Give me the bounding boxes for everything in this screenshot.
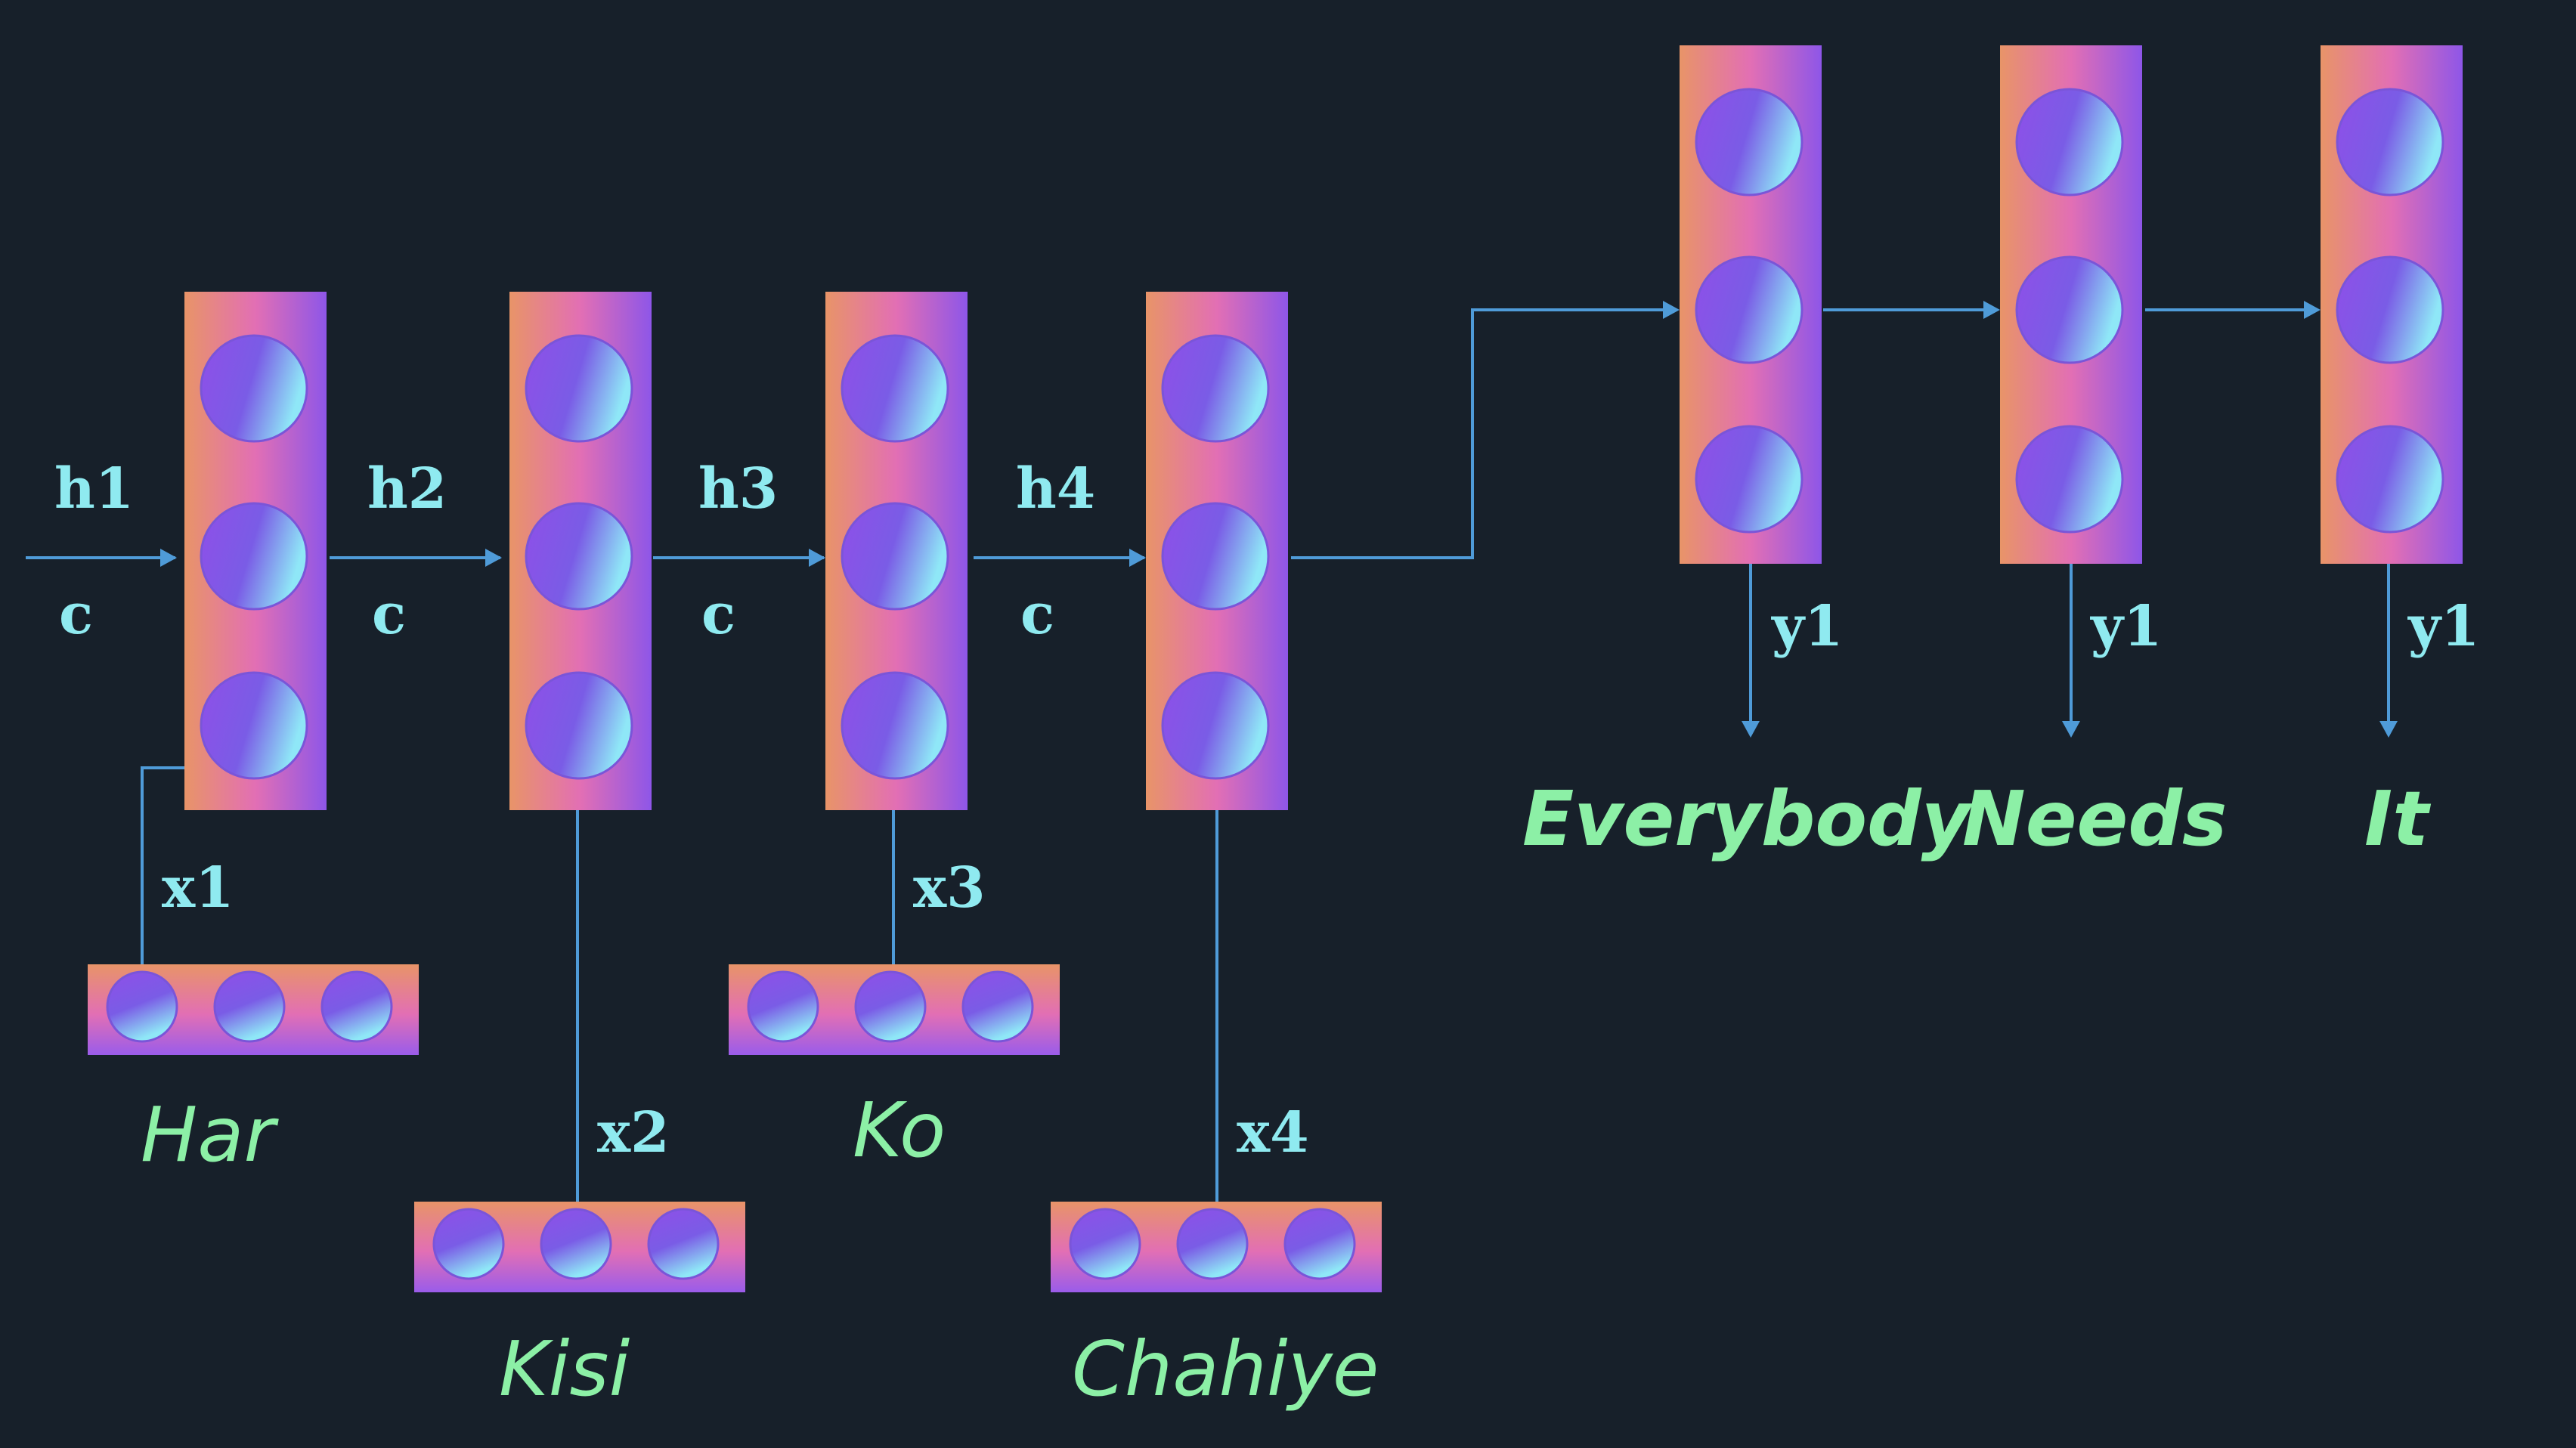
embedding-neuron-2 [540,1208,612,1280]
input-embedding-4 [1051,1202,1382,1292]
output-label-1: y1 [1771,594,1844,659]
neuron-1 [1695,88,1804,196]
input-embedding-3 [729,964,1060,1055]
arrow-dec-3 [2304,301,2321,319]
cell-label-2: c [372,582,406,647]
output-word-2: Needs [1962,775,2227,863]
input-label-1: x1 [162,855,234,920]
neuron-1 [200,334,308,443]
input-word-1: Har [141,1091,279,1179]
hidden-label-2: h2 [367,456,447,521]
cell-label-4: c [1020,582,1054,647]
input-word-2: Kisi [499,1325,630,1413]
neuron-2 [200,502,308,611]
arrow-context [1663,301,1680,319]
neuron-2 [841,502,949,611]
embedding-neuron-3 [647,1208,720,1280]
input-word-4: Chahiye [1072,1325,1379,1413]
decoder-cell-1 [1680,45,1822,564]
arrow-h3 [809,549,825,567]
embedding-neuron-1 [747,970,819,1043]
arrow-h1 [160,549,177,567]
embedding-neuron-2 [1176,1208,1249,1280]
cell-label-3: c [701,582,735,647]
neuron-1 [525,334,633,443]
arrow-dec-2 [1983,301,2000,319]
neuron-3 [1161,671,1270,780]
embedding-neuron-2 [213,970,286,1043]
neuron-3 [1695,425,1804,534]
embedding-neuron-1 [1069,1208,1141,1280]
arrow-y-3 [2379,721,2398,738]
embedding-neuron-3 [320,970,393,1043]
connection-wires [26,308,2390,1202]
output-label-2: y1 [2090,594,2163,659]
wire-x1 [141,766,184,964]
arrow-h2 [485,549,502,567]
neuron-2 [2015,255,2124,364]
neuron-3 [2015,425,2124,534]
neuron-2 [2336,255,2444,364]
embedding-neuron-1 [106,970,178,1043]
encoder-cell-3 [825,292,968,810]
input-word-3: Ko [853,1086,946,1174]
hidden-label-3: h3 [698,456,778,521]
neuron-3 [841,671,949,780]
neuron-2 [1695,255,1804,364]
encoder-cell-1 [184,292,327,810]
neuron-3 [525,671,633,780]
embedding-neuron-2 [854,970,927,1043]
input-embedding-1 [88,964,419,1055]
neuron-1 [2336,88,2444,196]
arrow-y-1 [1742,721,1760,738]
input-embedding-2 [414,1202,745,1292]
embedding-neuron-3 [1283,1208,1356,1280]
embedding-neuron-1 [432,1208,505,1280]
input-embeddings [88,964,1382,1292]
neuron-2 [1161,502,1270,611]
output-word-3: It [2364,775,2431,863]
encoder-cell-4 [1146,292,1288,810]
output-label-3: y1 [2407,594,2480,659]
arrow-y-2 [2062,721,2080,738]
wire-context [1291,308,1677,559]
neuron-1 [1161,334,1270,443]
neuron-2 [525,502,633,611]
neuron-3 [2336,425,2444,534]
arrowheads [160,301,2398,738]
arrow-h4 [1129,549,1146,567]
output-word-1: Everybody [1522,775,1974,863]
hidden-label-4: h4 [1016,456,1095,521]
neuron-3 [200,671,308,780]
input-label-4: x4 [1237,1100,1309,1165]
encoder-cell-2 [509,292,652,810]
neuron-1 [841,334,949,443]
decoder-cell-3 [2321,45,2463,564]
cell-label-1: c [59,582,93,647]
hidden-label-1: h1 [54,456,134,521]
input-label-2: x2 [597,1100,670,1165]
input-label-3: x3 [913,855,986,920]
lstm-cells [184,45,2463,810]
decoder-cell-2 [2000,45,2142,564]
neuron-1 [2015,88,2124,196]
embedding-neuron-3 [961,970,1034,1043]
